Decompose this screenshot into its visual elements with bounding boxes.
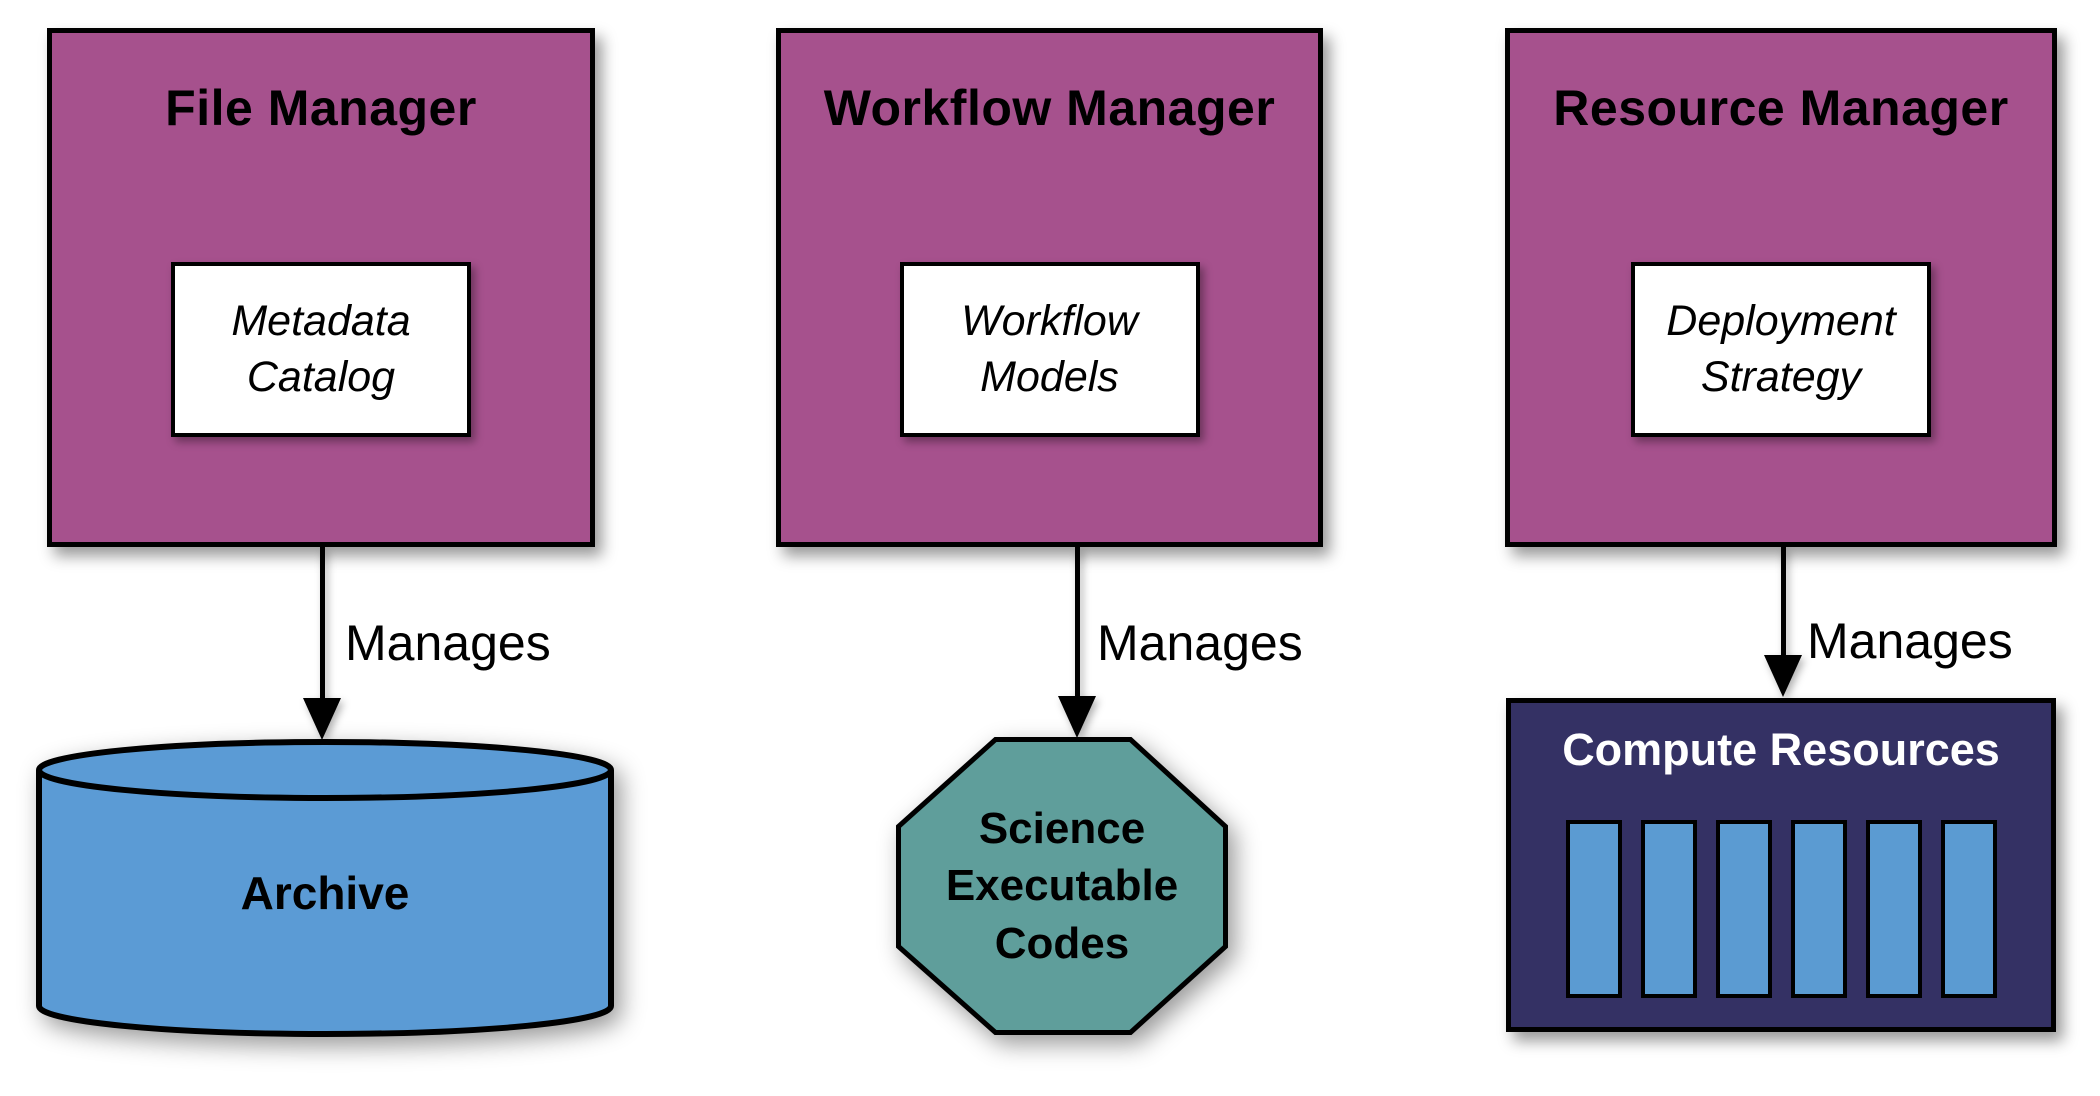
workflow-manager-box: Workflow Manager Workflow Models: [776, 28, 1323, 547]
compute-bar: [1715, 820, 1772, 998]
compute-bar: [1565, 820, 1622, 998]
compute-bar: [1790, 820, 1847, 998]
resource-manager-title: Resource Manager: [1553, 80, 2009, 136]
workflow-manager-arrow-line: [1075, 547, 1080, 700]
compute-resources-bars: [1511, 820, 2051, 998]
workflow-models-label: Workflow Models: [961, 297, 1138, 401]
file-manager-arrow-line: [320, 547, 325, 702]
resource-manager-edge-label: Manages: [1807, 613, 2013, 669]
workflow-manager-arrowhead-icon: [1058, 696, 1096, 738]
compute-resources-box: Compute Resources: [1506, 698, 2056, 1032]
file-manager-title: File Manager: [165, 80, 477, 136]
metadata-catalog-label: Metadata Catalog: [231, 297, 411, 401]
archive-cylinder: Archive: [36, 739, 614, 1037]
workflow-models-box: Workflow Models: [899, 262, 1200, 437]
science-codes-octagon: [896, 737, 1228, 1035]
deployment-strategy-label: Deployment Strategy: [1666, 297, 1896, 401]
metadata-catalog-box: Metadata Catalog: [171, 262, 471, 437]
archive-label: Archive: [241, 867, 410, 919]
deployment-strategy-box: Deployment Strategy: [1631, 262, 1931, 437]
science-codes-octagon-shape: [896, 737, 1228, 1035]
resource-manager-arrowhead-icon: [1764, 655, 1802, 697]
science-codes-label: Science Executable Codes: [945, 804, 1179, 968]
workflow-manager-title: Workflow Manager: [823, 80, 1276, 136]
resource-manager-box: Resource Manager Deployment Strategy: [1505, 28, 2057, 547]
resource-manager-arrow-line: [1781, 547, 1786, 659]
compute-bar: [1640, 820, 1697, 998]
compute-bar: [1865, 820, 1922, 998]
workflow-manager-edge-label: Manages: [1097, 615, 1303, 671]
archive-cylinder-top: [36, 739, 614, 801]
file-manager-edge-label: Manages: [345, 615, 551, 671]
compute-bar: [1940, 820, 1997, 998]
file-manager-arrowhead-icon: [303, 698, 341, 740]
file-manager-box: File Manager Metadata Catalog: [47, 28, 595, 547]
compute-resources-title: Compute Resources: [1562, 724, 2000, 775]
archive-cylinder-body: [36, 770, 614, 1037]
